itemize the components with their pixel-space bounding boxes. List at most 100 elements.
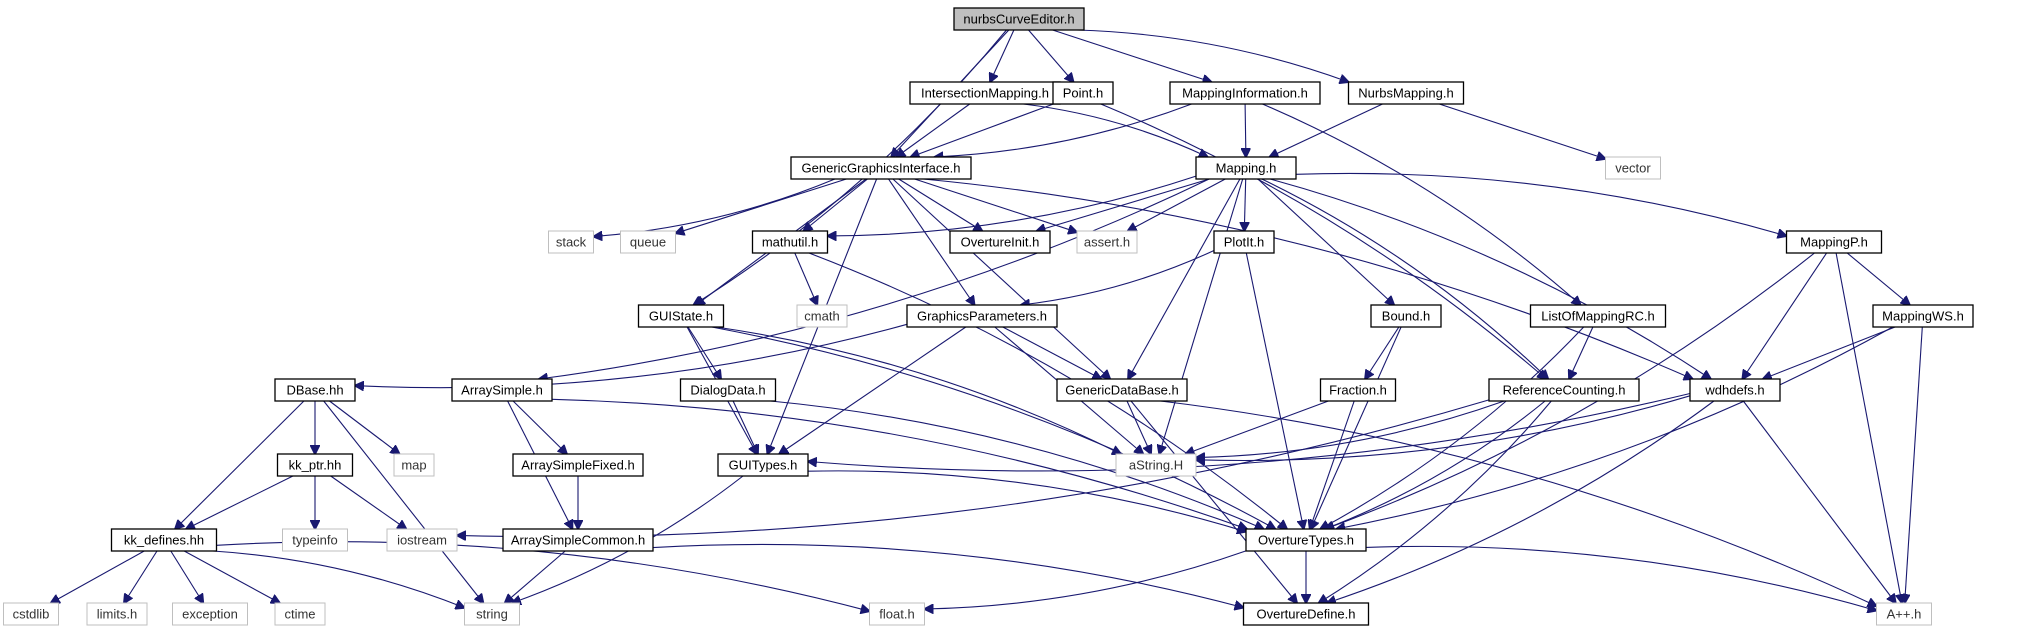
node-graphics-parameters[interactable]: GraphicsParameters.h	[906, 304, 1058, 328]
edge-generic-graphics-interface-to-mathutil	[804, 178, 868, 231]
node-generic-data-base[interactable]: GenericDataBase.h	[1056, 378, 1188, 402]
node-plot-it[interactable]: PlotIt.h	[1213, 230, 1275, 254]
node-generic-graphics-interface[interactable]: GenericGraphicsInterface.h	[790, 156, 972, 180]
node-box-exception	[172, 602, 248, 626]
node-kk-ptr[interactable]: kk_ptr.hh	[276, 453, 354, 477]
edge-kk-defines-to-ctime	[183, 550, 280, 603]
node-box-overture-init[interactable]	[949, 230, 1051, 254]
node-label-array-simple-common: ArraySimpleCommon.h	[511, 533, 645, 548]
edge-mapping-p-to-overture-types	[1326, 252, 1815, 529]
node-reference-counting[interactable]: ReferenceCounting.h	[1488, 378, 1640, 402]
node-cmath: cmath	[796, 304, 848, 328]
edge-wdhdefs-to-guitypes	[808, 392, 1691, 472]
node-guitypes[interactable]: GUITypes.h	[717, 453, 809, 477]
edge-dialog-data-to-guitypes	[732, 400, 758, 454]
node-box-typeinfo	[282, 528, 348, 552]
node-box-list-of-mapping-rc[interactable]	[1529, 304, 1667, 328]
node-box-kk-defines[interactable]	[110, 528, 218, 552]
node-float: float.h	[869, 602, 925, 626]
node-nurbs-mapping[interactable]: NurbsMapping.h	[1347, 81, 1465, 105]
node-label-nurbs-mapping: NurbsMapping.h	[1358, 86, 1453, 101]
node-box-array-simple[interactable]	[451, 378, 553, 402]
node-mathutil[interactable]: mathutil.h	[751, 230, 829, 254]
edge-mapping-p-to-mapping-ws	[1846, 252, 1910, 305]
node-box-dbase[interactable]	[274, 378, 356, 402]
node-box-kk-ptr[interactable]	[276, 453, 354, 477]
node-app: A++.h	[1876, 602, 1932, 626]
edge-mapping-ws-to-app	[1905, 326, 1923, 603]
node-array-simple-common[interactable]: ArraySimpleCommon.h	[502, 528, 654, 552]
node-box-vector	[1605, 156, 1661, 180]
node-box-iostream	[386, 528, 458, 552]
node-box-point[interactable]	[1052, 81, 1114, 105]
node-guistate[interactable]: GUIState.h	[637, 304, 725, 328]
node-box-array-simple-fixed[interactable]	[512, 453, 644, 477]
node-box-guistate[interactable]	[637, 304, 725, 328]
node-box-dialog-data[interactable]	[679, 378, 777, 402]
node-list-of-mapping-rc[interactable]: ListOfMappingRC.h	[1529, 304, 1667, 328]
node-assert: assert.h	[1076, 230, 1138, 254]
node-dialog-data[interactable]: DialogData.h	[679, 378, 777, 402]
node-box-bound[interactable]	[1370, 304, 1442, 328]
edge-fraction-to-overture-types	[1310, 400, 1355, 529]
node-overture-types[interactable]: OvertureTypes.h	[1245, 528, 1367, 552]
node-box-wdhdefs[interactable]	[1689, 378, 1781, 402]
node-overture-define[interactable]: OvertureDefine.h	[1242, 602, 1370, 626]
node-box-nurbs-mapping[interactable]	[1347, 81, 1465, 105]
node-box-reference-counting[interactable]	[1488, 378, 1640, 402]
node-box-fraction[interactable]	[1319, 378, 1397, 402]
edge-mapping-information-to-mapping	[1245, 103, 1246, 157]
node-label-mapping: Mapping.h	[1216, 161, 1277, 176]
node-array-simple[interactable]: ArraySimple.h	[451, 378, 553, 402]
node-box-overture-define[interactable]	[1242, 602, 1370, 626]
node-mapping-ws[interactable]: MappingWS.h	[1872, 304, 1974, 328]
node-box-guitypes[interactable]	[717, 453, 809, 477]
edge-guistate-to-a-string	[716, 326, 1121, 454]
node-intersection-mapping[interactable]: IntersectionMapping.h	[909, 81, 1061, 105]
node-label-overture-define: OvertureDefine.h	[1257, 607, 1356, 622]
node-box-mapping[interactable]	[1195, 156, 1297, 180]
edge-overture-types-to-app	[1365, 545, 1877, 610]
edge-generic-graphics-interface-to-generic-data-base	[892, 178, 1110, 379]
node-box-mathutil[interactable]	[751, 230, 829, 254]
edge-generic-graphics-interface-to-wdhdefs	[923, 178, 1692, 379]
node-box-mapping-p[interactable]	[1785, 230, 1883, 254]
node-label-iostream: iostream	[397, 533, 447, 548]
node-box-mapping-ws[interactable]	[1872, 304, 1974, 328]
node-box-generic-data-base[interactable]	[1056, 378, 1188, 402]
edge-nurbs-curve-editor-to-point	[1028, 29, 1074, 82]
node-fraction[interactable]: Fraction.h	[1319, 378, 1397, 402]
edge-dialog-data-to-overture-types	[770, 400, 1263, 529]
node-array-simple-fixed[interactable]: ArraySimpleFixed.h	[512, 453, 644, 477]
node-bound[interactable]: Bound.h	[1370, 304, 1442, 328]
node-point[interactable]: Point.h	[1052, 81, 1114, 105]
edge-dbase-to-kk-defines	[175, 400, 305, 529]
node-label-map: map	[401, 458, 426, 473]
node-box-a-string	[1115, 453, 1197, 477]
node-mapping-information[interactable]: MappingInformation.h	[1169, 81, 1321, 105]
node-label-mapping-p: MappingP.h	[1800, 235, 1868, 250]
node-box-generic-graphics-interface[interactable]	[790, 156, 972, 180]
node-mapping-p[interactable]: MappingP.h	[1785, 230, 1883, 254]
node-dbase[interactable]: DBase.hh	[274, 378, 356, 402]
node-box-overture-types[interactable]	[1245, 528, 1367, 552]
node-wdhdefs[interactable]: wdhdefs.h	[1689, 378, 1781, 402]
node-box-map	[393, 453, 435, 477]
node-kk-defines[interactable]: kk_defines.hh	[110, 528, 218, 552]
node-box-plot-it[interactable]	[1213, 230, 1275, 254]
node-label-string: string	[476, 607, 508, 622]
node-label-vector: vector	[1615, 161, 1651, 176]
node-box-mapping-information[interactable]	[1169, 81, 1321, 105]
node-mapping[interactable]: Mapping.h	[1195, 156, 1297, 180]
node-box-queue	[620, 230, 676, 254]
node-exception: exception	[172, 602, 248, 626]
edge-nurbs-curve-editor-to-nurbs-mapping	[1076, 29, 1349, 82]
node-overture-init[interactable]: OvertureInit.h	[949, 230, 1051, 254]
edge-nurbs-curve-editor-to-intersection-mapping	[990, 29, 1015, 82]
node-box-array-simple-common[interactable]	[502, 528, 654, 552]
node-label-list-of-mapping-rc: ListOfMappingRC.h	[1541, 309, 1654, 324]
node-box-graphics-parameters[interactable]	[906, 304, 1058, 328]
node-label-kk-defines: kk_defines.hh	[124, 533, 204, 548]
node-box-string	[464, 602, 520, 626]
